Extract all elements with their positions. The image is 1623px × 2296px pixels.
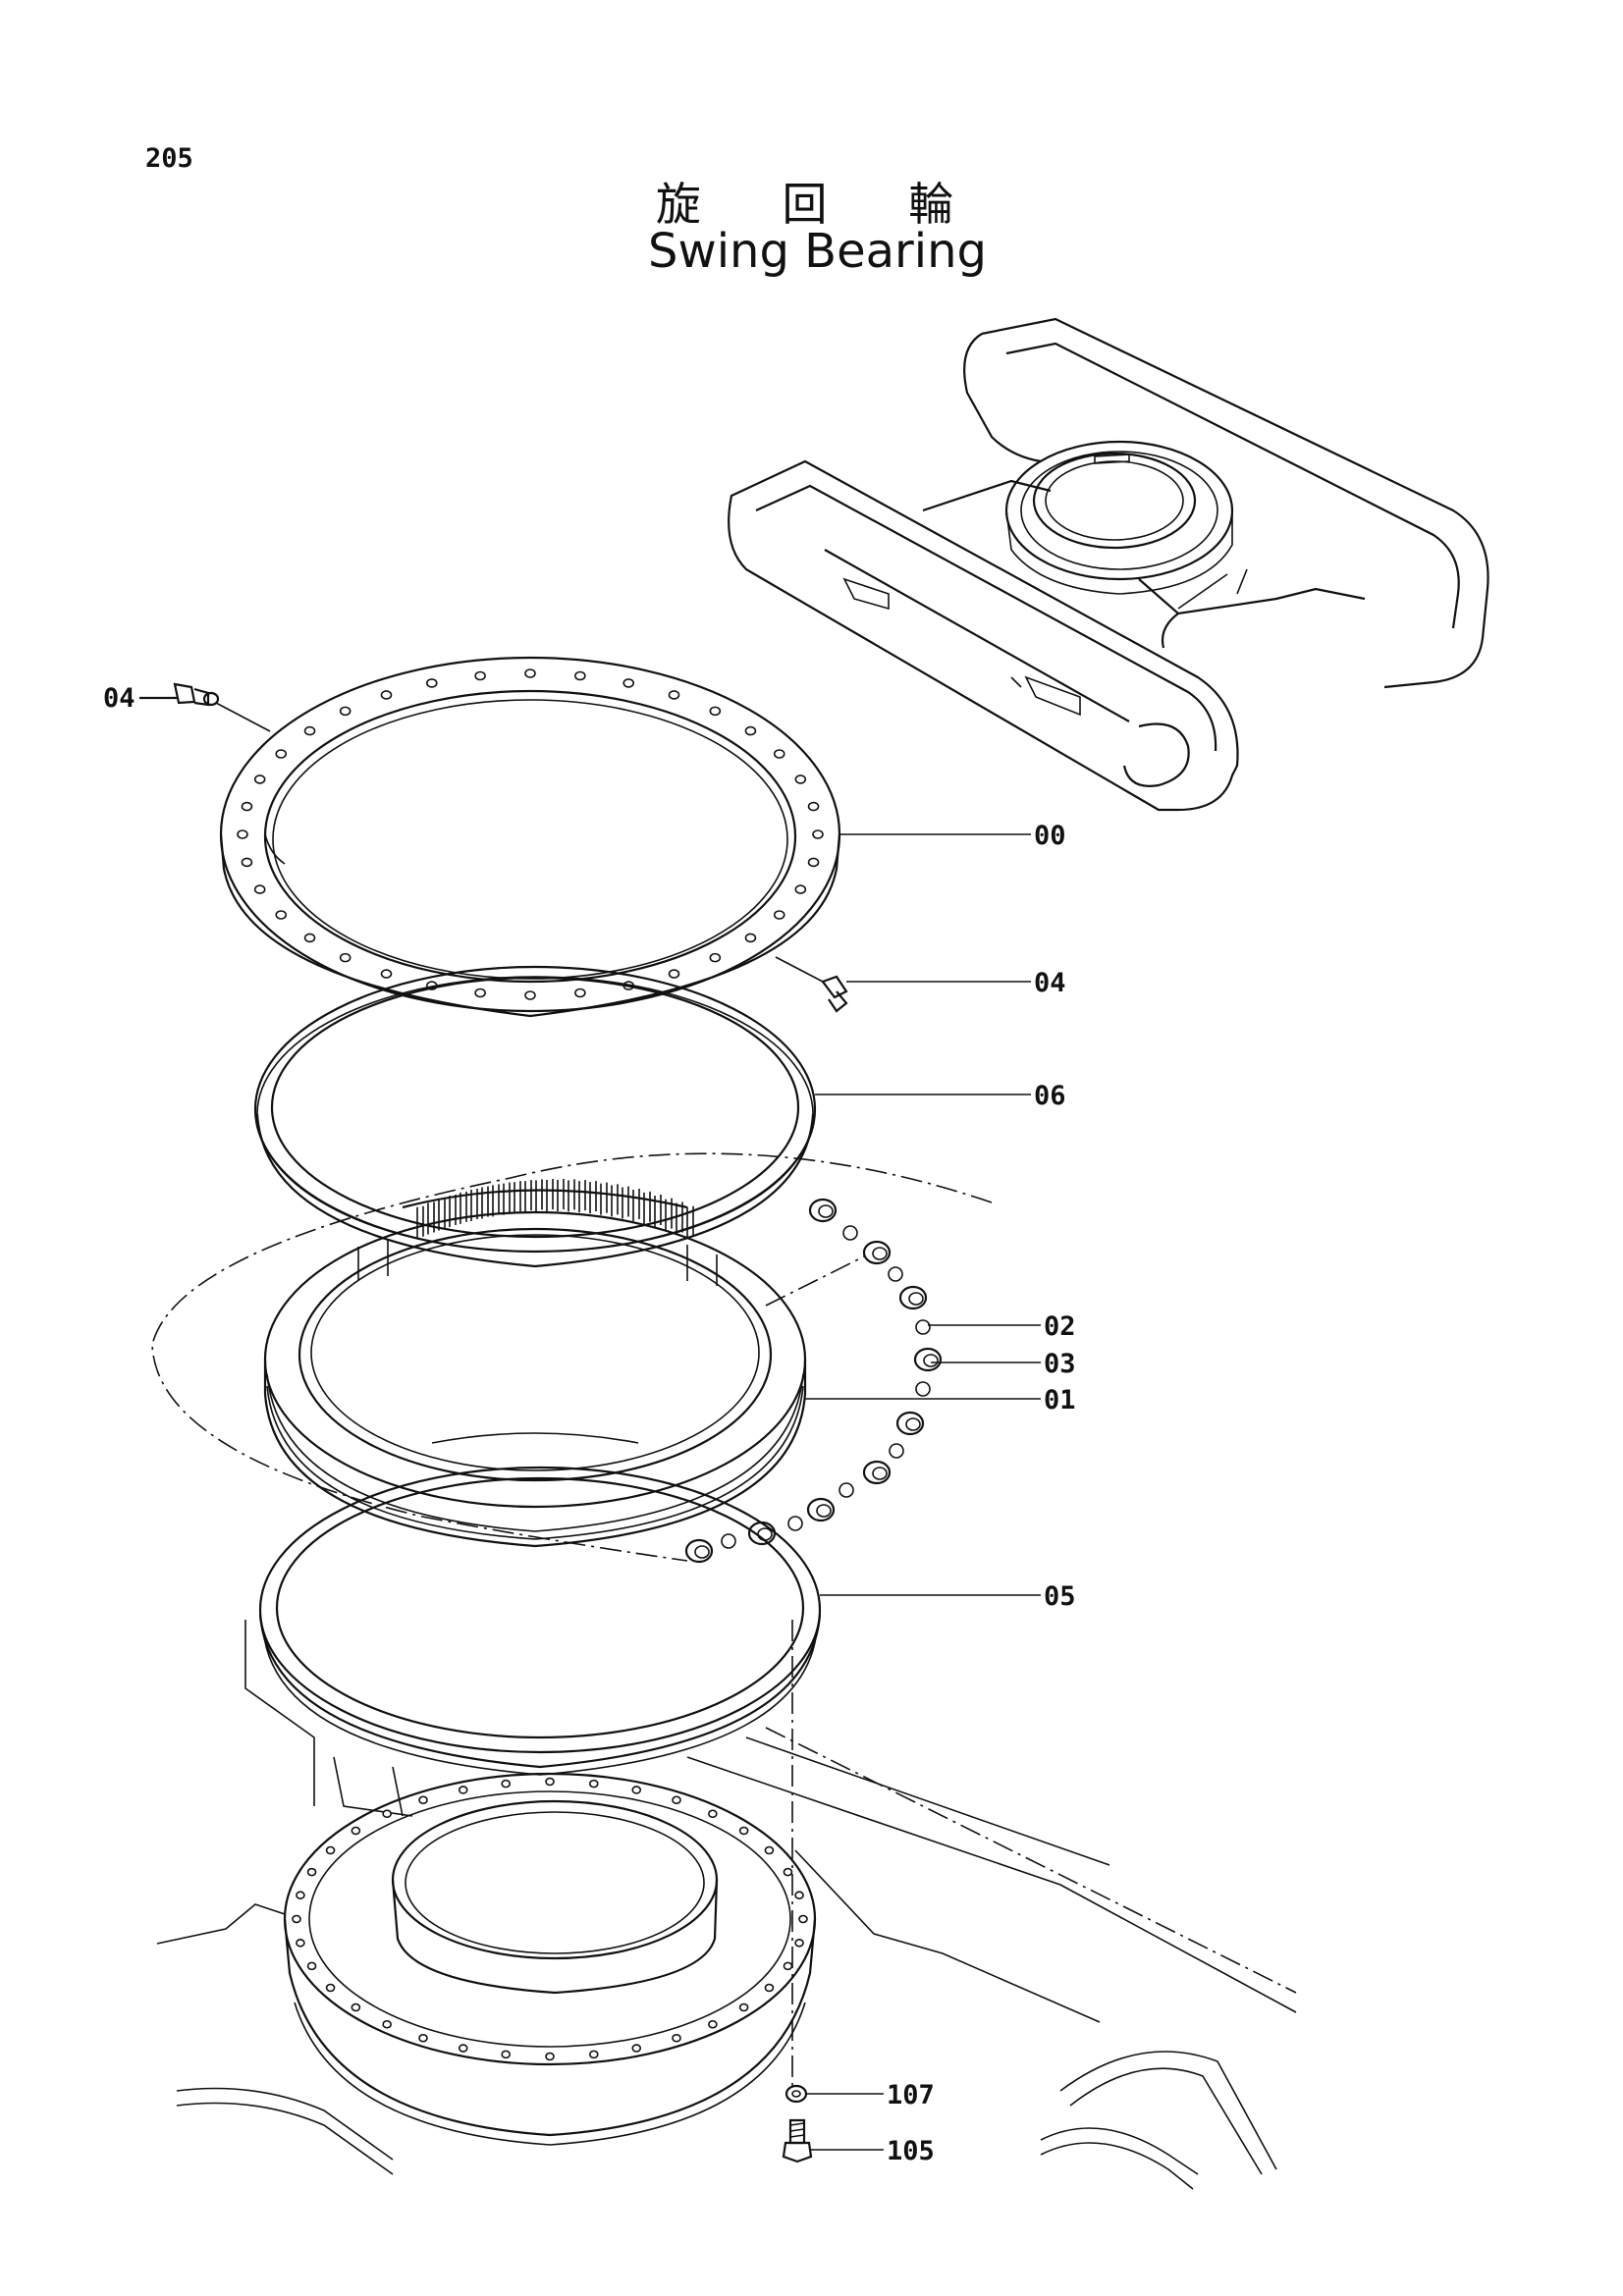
rollers-and-balls [684, 1198, 943, 1564]
page-number: 205 [145, 143, 193, 174]
seal-06 [253, 965, 817, 1268]
callout-00: 00 [1034, 821, 1066, 851]
callout-105: 105 [887, 2136, 935, 2166]
callout-107: 107 [887, 2080, 935, 2110]
callout-06: 06 [1034, 1081, 1066, 1111]
leader-lines [139, 696, 1041, 2151]
grease-fitting-right [775, 956, 848, 1013]
outer-ring-00 [219, 656, 841, 1018]
inner-ring-01 [263, 1179, 807, 1548]
title-english: Swing Bearing [647, 224, 988, 279]
bolt-105 [782, 2118, 813, 2163]
base-frame [156, 1620, 1297, 2190]
callout-03: 03 [1044, 1349, 1076, 1379]
seal-05 [258, 1466, 822, 1776]
reference-ellipse [151, 1152, 993, 1562]
callout-01: 01 [1044, 1385, 1076, 1415]
washer-107 [784, 2084, 808, 2104]
callout-02: 02 [1044, 1311, 1076, 1342]
grease-fitting-left [173, 682, 271, 732]
callout-05: 05 [1044, 1581, 1076, 1612]
callout-04-left: 04 [103, 683, 135, 714]
undercarriage-illustration [728, 317, 1489, 812]
callout-04-right: 04 [1034, 968, 1066, 998]
title-japanese: 旋 回 輪 [655, 178, 988, 231]
